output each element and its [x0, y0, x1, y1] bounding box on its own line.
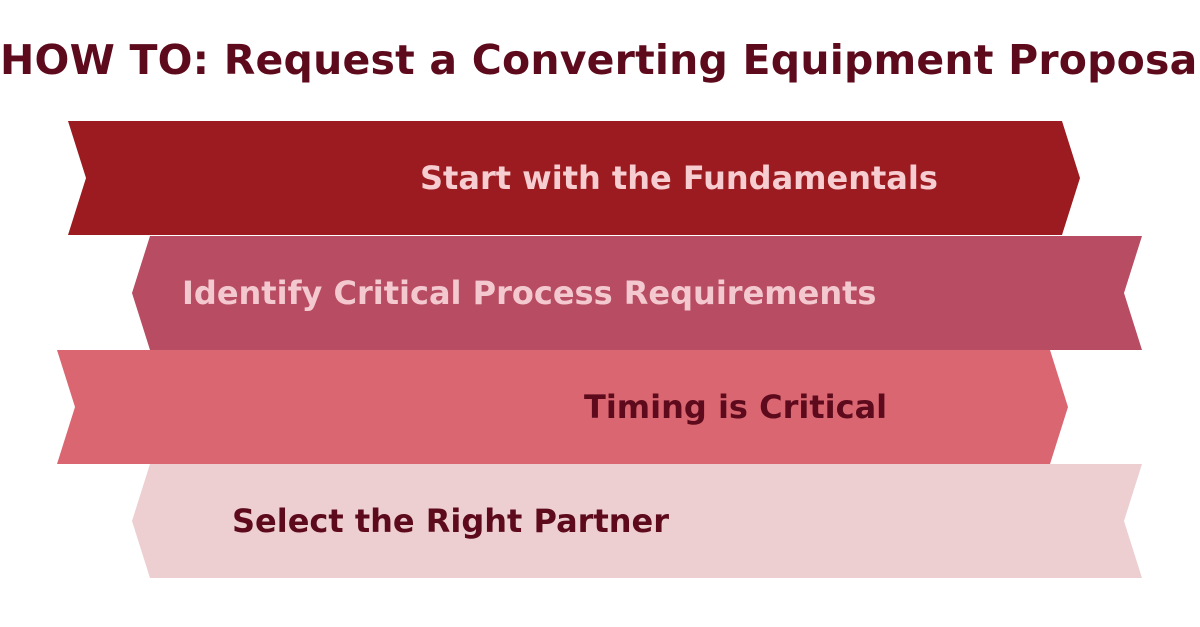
step-label-3: Timing is Critical — [584, 388, 888, 426]
step-ribbon-2 — [132, 236, 1142, 350]
step-ribbon-3 — [57, 350, 1068, 464]
step-label-2: Identify Critical Process Requirements — [182, 274, 877, 312]
step-label-1: Start with the Fundamentals — [420, 159, 938, 197]
page-title: HOW TO: Request a Converting Equipment P… — [0, 36, 1200, 84]
step-ribbon-1 — [68, 121, 1080, 235]
step-ribbon-4 — [132, 464, 1142, 578]
step-label-4: Select the Right Partner — [232, 502, 670, 540]
